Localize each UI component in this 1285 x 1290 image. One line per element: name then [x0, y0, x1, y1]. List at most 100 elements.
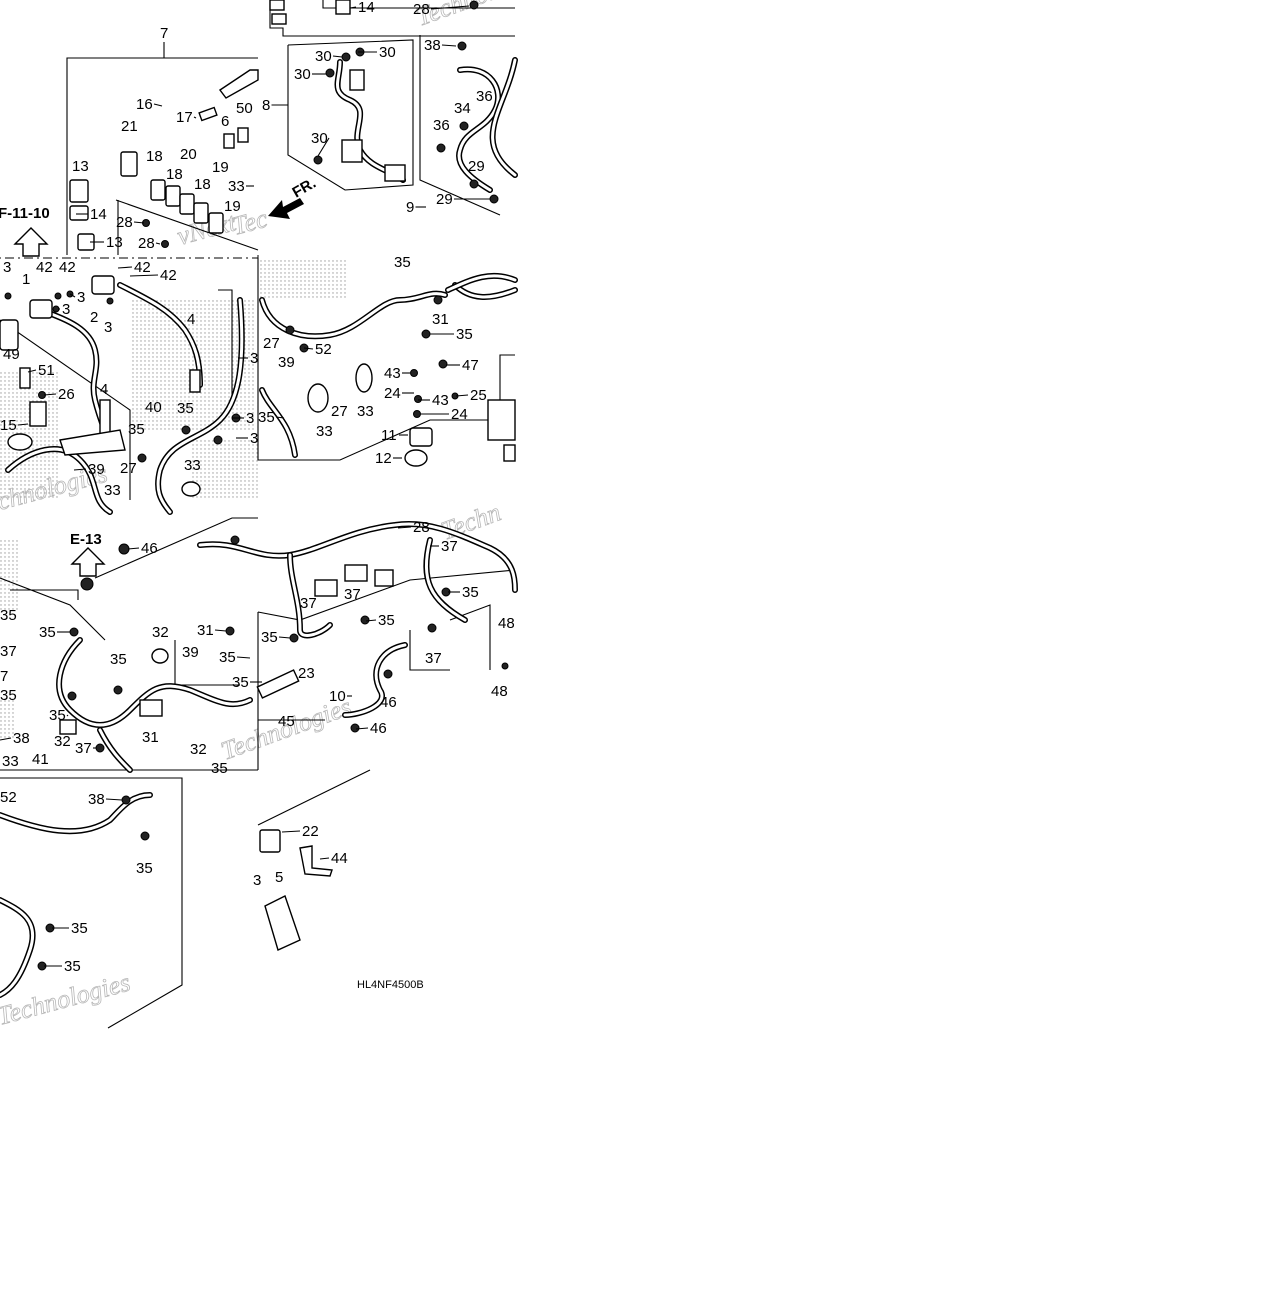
part-callout-33: 33	[357, 403, 374, 420]
callout-leader-line	[236, 656, 251, 659]
front-direction-label: FR.	[290, 175, 319, 202]
callout-leader-line	[129, 274, 159, 277]
callout-leader-line	[303, 347, 314, 350]
part-callout-35: 35	[232, 674, 249, 691]
wire-harness	[0, 57, 518, 998]
part-callout-35: 35	[462, 584, 479, 601]
watermark-text: Technologies	[412, 0, 550, 32]
part-callout-23: 23	[298, 665, 315, 682]
part-callout-21: 21	[121, 118, 138, 135]
part-callout-35: 35	[49, 707, 66, 724]
part-callout-8: 8	[262, 97, 270, 114]
part-callout-3: 3	[104, 319, 112, 336]
callout-leader-line	[214, 629, 227, 632]
part-callout-42: 42	[134, 259, 151, 276]
part-callout-24: 24	[451, 406, 468, 423]
part-callout-14: 14	[90, 206, 107, 223]
part-callout-46: 46	[370, 720, 387, 737]
part-callout-3: 3	[3, 259, 11, 276]
part-callout-25: 25	[470, 387, 487, 404]
callout-leader-line	[27, 369, 37, 373]
part-callout-31: 31	[197, 622, 214, 639]
part-callout-37: 37	[75, 740, 92, 757]
part-callout-50: 50	[236, 100, 253, 117]
callout-leader-line	[332, 55, 343, 58]
part-callout-19: 19	[212, 159, 229, 176]
part-callout-35: 35	[219, 649, 236, 666]
part-callout-47: 47	[462, 357, 479, 374]
part-callout-39: 39	[88, 461, 105, 478]
reference-label-f-11-10: F-11-10	[0, 205, 50, 222]
part-callout-42: 42	[36, 259, 53, 276]
callout-leader-line	[73, 468, 87, 471]
part-callout-24: 24	[384, 385, 401, 402]
part-callout-3: 3	[250, 430, 258, 447]
part-callout-35: 35	[394, 254, 411, 271]
part-callout-48: 48	[491, 683, 508, 700]
part-callout-35: 35	[71, 920, 88, 937]
part-callout-27: 27	[331, 403, 348, 420]
components	[0, 0, 516, 951]
part-callout-30: 30	[315, 48, 332, 65]
reference-label-e-13: E-13	[70, 531, 102, 548]
part-callout-19: 19	[224, 198, 241, 215]
part-callout-6: 6	[221, 113, 229, 130]
part-callout-31: 31	[142, 729, 159, 746]
part-callout-11: 11	[381, 427, 397, 444]
part-callout-42: 42	[59, 259, 76, 276]
part-callout-30: 30	[379, 44, 396, 61]
part-callout-2: 2	[90, 309, 98, 326]
callout-leader-line	[349, 6, 357, 9]
callout-leader-line	[275, 416, 285, 419]
callout-leader-line	[0, 737, 12, 741]
part-callout-26: 26	[58, 386, 75, 403]
part-callout-35: 35	[0, 607, 17, 624]
callout-leader-line	[117, 266, 133, 269]
part-callout-13: 13	[106, 234, 123, 251]
part-callout-36: 36	[433, 117, 450, 134]
part-callout-52: 52	[315, 341, 332, 358]
part-callout-43: 43	[432, 392, 449, 409]
callout-leader-line	[278, 636, 291, 639]
callout-leader-line	[153, 103, 163, 107]
part-callout-15: 15	[0, 417, 17, 434]
part-callout-10: 10	[329, 688, 346, 705]
part-callout-18: 18	[166, 166, 183, 183]
callout-leader-line	[127, 547, 140, 550]
callout-leader-line	[193, 116, 197, 119]
callout-leader-line	[317, 137, 330, 157]
part-callout-32: 32	[54, 733, 71, 750]
front-direction-arrow-icon	[268, 198, 304, 219]
part-callout-35: 35	[456, 326, 473, 343]
part-callout-35: 35	[0, 687, 17, 704]
part-callout-41: 41	[32, 751, 49, 768]
part-callout-28: 28	[413, 519, 430, 536]
part-callout-37: 37	[0, 643, 17, 660]
callout-leader-line	[365, 619, 377, 622]
part-callout-36: 36	[476, 88, 493, 105]
part-callout-3: 3	[77, 289, 85, 306]
part-callout-17: 17	[176, 109, 193, 126]
part-callout-32: 32	[190, 741, 207, 758]
part-callout-4: 4	[100, 381, 108, 398]
part-callout-35: 35	[128, 421, 145, 438]
part-callout-3: 3	[250, 350, 258, 367]
part-callout-18: 18	[194, 176, 211, 193]
part-callout-33: 33	[316, 423, 333, 440]
part-callout-28: 28	[116, 214, 133, 231]
part-callout-32: 32	[152, 624, 169, 641]
drawing-code: HL4NF4500B	[357, 979, 424, 991]
part-callout-29: 29	[436, 191, 453, 208]
part-callout-30: 30	[311, 130, 328, 147]
part-callout-44: 44	[331, 850, 348, 867]
callout-leader-line	[430, 5, 470, 10]
part-callout-20: 20	[180, 146, 197, 163]
part-callout-46: 46	[380, 694, 397, 711]
part-callout-3: 3	[62, 301, 70, 318]
part-callout-37: 37	[425, 650, 442, 667]
part-callout-35: 35	[177, 400, 194, 417]
callout-leader-line	[133, 221, 145, 224]
part-callout-12: 12	[375, 450, 392, 467]
